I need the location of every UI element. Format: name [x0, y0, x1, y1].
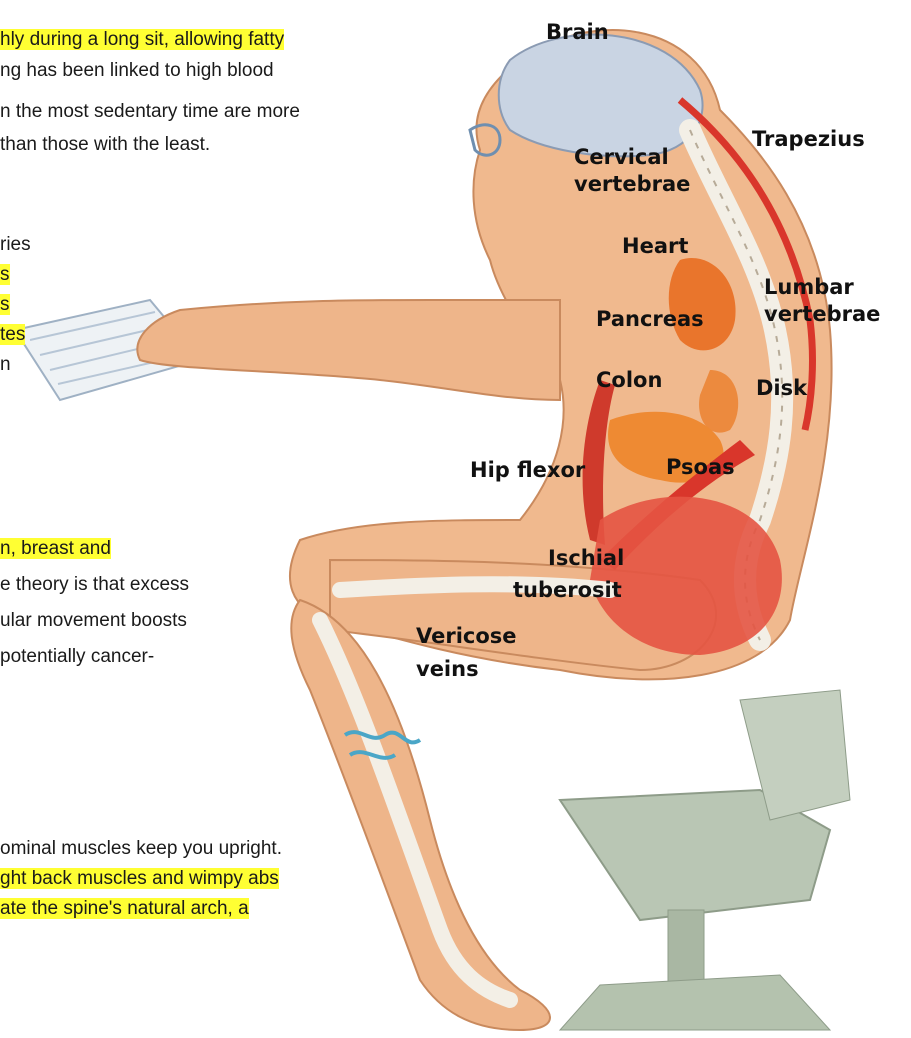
- label-psoas: Psoas: [666, 455, 735, 480]
- text-line: tes: [0, 322, 25, 347]
- text-line: ate the spine's natural arch, a: [0, 896, 249, 921]
- text-line: ominal muscles keep you upright.: [0, 836, 282, 861]
- highlighted-text: s: [0, 264, 10, 285]
- label-heart: Heart: [622, 234, 688, 259]
- label-ischial-tuberosity-line1: Ischial: [548, 546, 624, 571]
- label-varicose-veins-line1: Vericose: [416, 624, 517, 649]
- text-line: than those with the least.: [0, 132, 210, 157]
- label-hip-flexor: Hip flexor: [470, 458, 585, 483]
- highlighted-text: tes: [0, 324, 25, 345]
- text-line: ght back muscles and wimpy abs: [0, 866, 279, 891]
- text-line: ries: [0, 232, 31, 257]
- label-cervical-vertebrae-line1: Cervical: [574, 145, 669, 170]
- highlighted-text: s: [0, 294, 10, 315]
- label-pancreas: Pancreas: [596, 307, 704, 332]
- text-line: n: [0, 352, 11, 377]
- text-line: n the most sedentary time are more: [0, 99, 300, 124]
- text-line: n, breast and: [0, 536, 111, 561]
- label-ischial-tuberosity-line2: tuberosit: [513, 578, 622, 603]
- label-brain: Brain: [546, 20, 609, 45]
- label-lumbar-vertebrae-line1: Lumbar: [764, 275, 854, 300]
- highlighted-text: ate the spine's natural arch, a: [0, 898, 249, 919]
- highlighted-text: ght back muscles and wimpy abs: [0, 868, 279, 889]
- text-line: potentially cancer-: [0, 644, 154, 669]
- label-colon: Colon: [596, 368, 662, 393]
- text-line: s: [0, 292, 10, 317]
- text-line: s: [0, 262, 10, 287]
- text-line: e theory is that excess: [0, 572, 189, 597]
- text-line: ular movement boosts: [0, 608, 187, 633]
- label-varicose-veins-line2: veins: [416, 657, 479, 682]
- label-disk: Disk: [756, 376, 807, 401]
- label-cervical-vertebrae-line2: vertebrae: [574, 172, 690, 197]
- text-line: ng has been linked to high blood: [0, 58, 274, 83]
- highlighted-text: n, breast and: [0, 538, 111, 559]
- office-chair: [560, 690, 850, 1030]
- text-line: hly during a long sit, allowing fatty: [0, 27, 284, 52]
- label-lumbar-vertebrae-line2: vertebrae: [764, 302, 880, 327]
- label-trapezius: Trapezius: [752, 127, 865, 152]
- highlighted-text: hly during a long sit, allowing fatty: [0, 29, 284, 50]
